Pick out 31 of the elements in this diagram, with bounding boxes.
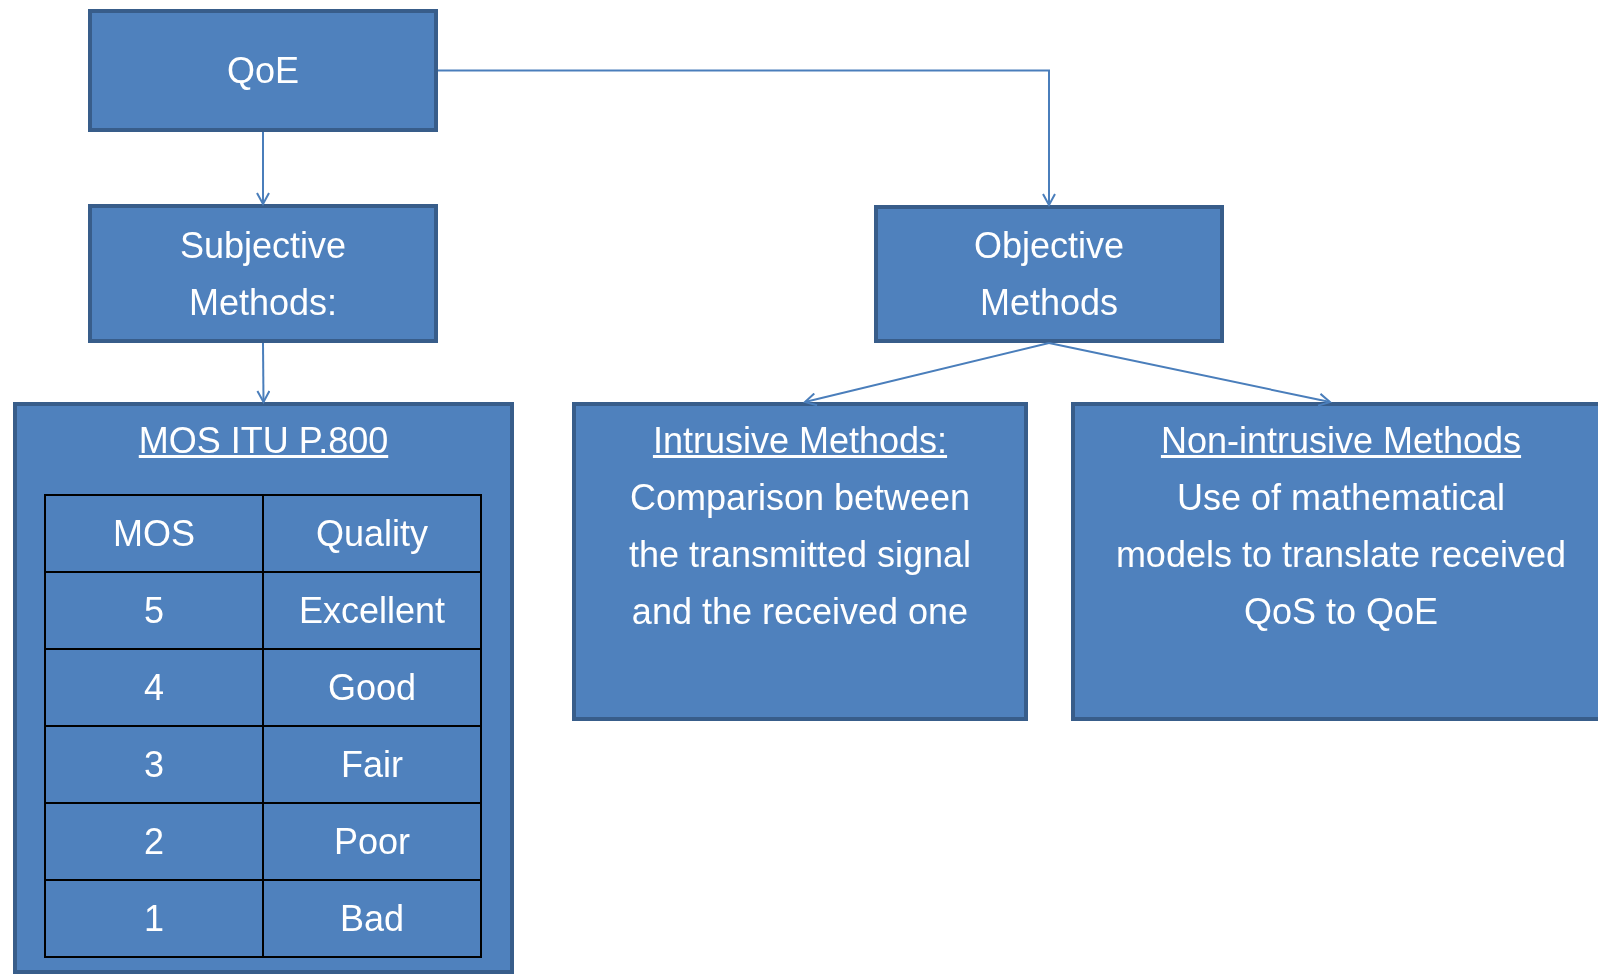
mos-score: 2 — [45, 803, 263, 880]
node-label: QoE — [225, 49, 300, 93]
description: Use of mathematical models to translate received QoS to QoE — [1114, 476, 1568, 634]
arrow — [1048, 342, 1331, 407]
heading: MOS ITU P.800 — [137, 419, 390, 463]
column-header: Quality — [263, 495, 481, 572]
quality-rating: Excellent — [263, 572, 481, 649]
process-box — [88, 204, 438, 343]
arrow — [804, 342, 1050, 407]
process-box — [88, 9, 438, 132]
heading: Intrusive Methods: — [651, 419, 949, 463]
quality-rating: Fair — [263, 726, 481, 803]
process-box — [13, 402, 514, 974]
arrow — [437, 69, 1056, 206]
arrow — [256, 342, 271, 403]
mos-score: 5 — [45, 572, 263, 649]
mos-score: 4 — [45, 649, 263, 726]
mos-score: 1 — [45, 880, 263, 957]
quality-rating: Poor — [263, 803, 481, 880]
node-label: Subjective Methods: — [178, 223, 348, 325]
description: Comparison between the transmitted signal and the received one — [627, 476, 973, 634]
node-label: Objective Methods — [972, 224, 1126, 325]
process-box — [874, 205, 1224, 343]
quality-rating: Bad — [263, 880, 481, 957]
column-header: MOS — [45, 495, 263, 572]
process-box — [1071, 402, 1598, 721]
quality-rating: Good — [263, 649, 481, 726]
arrow — [256, 131, 270, 205]
mos-score: 3 — [45, 726, 263, 803]
process-box — [572, 402, 1028, 721]
heading: Non-intrusive Methods — [1159, 419, 1523, 463]
